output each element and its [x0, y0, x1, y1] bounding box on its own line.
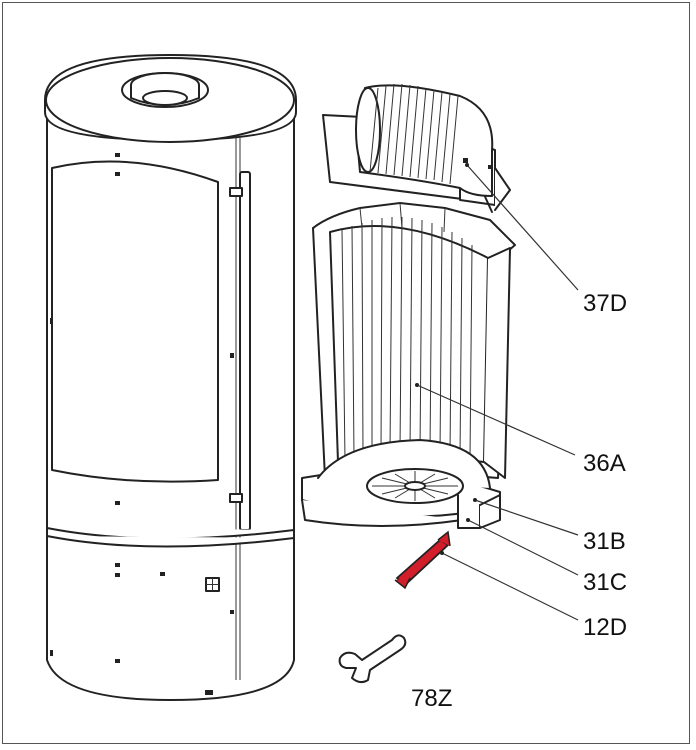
control-knob-icon	[205, 577, 220, 592]
diagram-frame	[2, 2, 690, 744]
label-31c: 31C	[583, 569, 628, 596]
flue-collar	[121, 72, 209, 108]
label-78z: 78Z	[411, 685, 453, 712]
ash-rail-highlight	[394, 530, 451, 590]
baffle-assembly	[322, 83, 511, 213]
grate-base	[301, 439, 501, 529]
label-31b: 31B	[583, 528, 626, 555]
door-glass	[51, 160, 219, 483]
label-12d: 12D	[583, 614, 628, 641]
label-37d: 37D	[583, 290, 628, 317]
label-36a: 36A	[583, 450, 626, 477]
liner-grooves	[341, 216, 473, 461]
stove-fittings	[50, 153, 234, 695]
firebrick-liner	[312, 202, 516, 479]
wrench-tool	[338, 634, 407, 684]
baffle-ribs	[369, 83, 459, 185]
leader-lines	[416, 164, 579, 621]
stove-body	[44, 54, 297, 701]
